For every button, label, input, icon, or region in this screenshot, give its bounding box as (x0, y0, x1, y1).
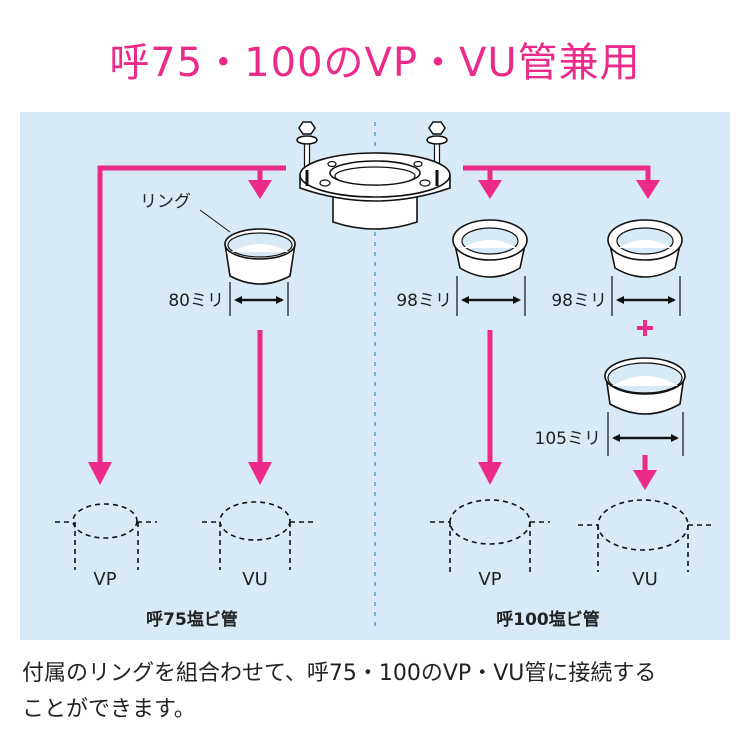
arrow-down-icon (478, 180, 502, 199)
ring-105-icon (604, 357, 686, 415)
dimension-98-b (611, 276, 681, 316)
group-label-100: 呼100塩ビ管 (496, 609, 600, 630)
group-label-75: 呼75塩ビ管 (146, 609, 238, 630)
ring-98-icon (607, 219, 683, 278)
arrow-down-icon (633, 470, 657, 490)
dimension-105 (607, 412, 684, 456)
ring-80-size: 80ミリ (168, 291, 224, 311)
arrow-down-icon (478, 462, 502, 485)
ring-105-size: 105ミリ (535, 429, 601, 449)
pipe-vp-75-icon (55, 503, 157, 570)
pipe-label-vp-100: VP (478, 569, 501, 590)
arrow-down-icon (248, 180, 272, 199)
flow-arrows (88, 165, 660, 490)
ring-98-icon (452, 219, 528, 278)
caption-line-2: ことができます。 (22, 697, 196, 722)
pipe-label-vp-75: VP (93, 569, 116, 590)
pipe-label-vu-100: VU (632, 569, 658, 590)
arrow-down-icon (636, 180, 660, 199)
dimension-98-a (456, 276, 526, 316)
caption-line-1: 付属のリングを組合わせて、呼75・100のVP・VU管に接続する (22, 661, 657, 686)
arrow-down-icon (248, 462, 272, 485)
pipe-vu-100-icon (578, 499, 712, 572)
ring-98-a-size: 98ミリ (396, 291, 452, 311)
arrow-down-icon (88, 462, 112, 485)
ring-80-icon (224, 228, 296, 285)
pipe-vu-75-icon (202, 501, 316, 570)
pipe-label-vu-75: VU (242, 569, 268, 590)
ring-callout-label: リング (140, 192, 191, 212)
dimension-80 (229, 282, 289, 316)
plus-icon (637, 320, 653, 336)
flange-icon (296, 121, 451, 230)
ring-98-b-size: 98ミリ (551, 291, 607, 311)
page-title: 呼75・100のVP・VU管兼用 (109, 40, 641, 86)
caption: 付属のリングを組合わせて、呼75・100のVP・VU管に接続する ことができます… (22, 656, 732, 728)
ring-callout-leader (199, 209, 231, 233)
pipe-vp-100-icon (430, 499, 550, 572)
